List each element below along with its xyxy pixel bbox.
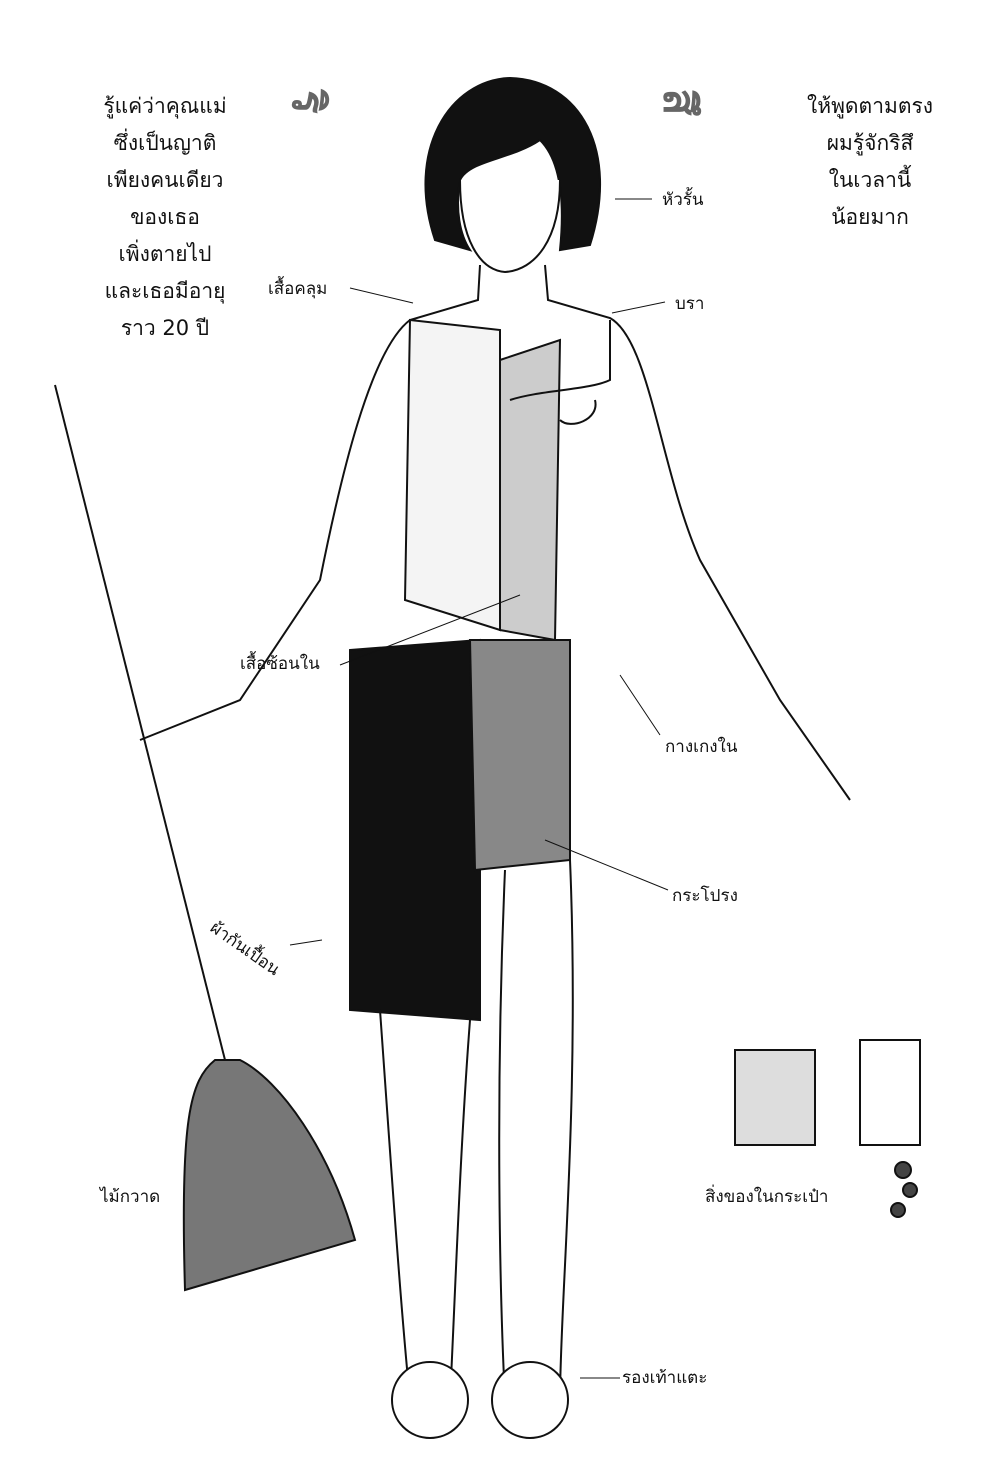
title-left: ริ [281,90,333,116]
apron [349,638,481,1022]
title-right: สึ [653,88,705,118]
bag-item-pouch [734,1049,816,1146]
cardigan [403,318,501,632]
inner-shirt [499,338,562,642]
bag-item-button [902,1182,918,1198]
broom-handle [54,384,226,1061]
bag-item-button [890,1202,906,1218]
label-underwear: กางเกงใน [665,737,738,757]
sandal-left [391,1361,469,1439]
body-outline [139,264,851,801]
label-broom: ไม้กวาด [100,1187,161,1207]
bag-item-button [894,1161,912,1179]
label-sandals: รองเท้าแตะ [622,1368,708,1388]
hair [424,76,601,252]
label-inner-shirt: เสื้อซ้อนใน [240,654,320,674]
label-bra: บรา [675,294,705,314]
label-hair: หัวรั้น [662,190,704,210]
broom-head [182,1059,357,1292]
skirt [468,639,571,872]
label-bag-contents: สิ่งของในกระเป๋า [705,1187,829,1207]
legs [379,859,574,1401]
sandal-right [491,1361,569,1439]
bra [509,320,611,425]
face [459,179,561,274]
left-narration: รู้แค่ว่าคุณแม่ ซึ่งเป็นญาติ เพียงคนเดีย… [103,94,227,340]
label-cardigan: เสื้อคลุม [268,279,328,299]
bag-item-receipts [859,1039,921,1146]
right-narration: ให้พูดตามตรง ผมรู้จักริสึ ในเวลานี้ น้อย… [806,94,934,229]
leader-lines [289,198,669,1379]
label-skirt: กระโปรง [672,886,738,906]
